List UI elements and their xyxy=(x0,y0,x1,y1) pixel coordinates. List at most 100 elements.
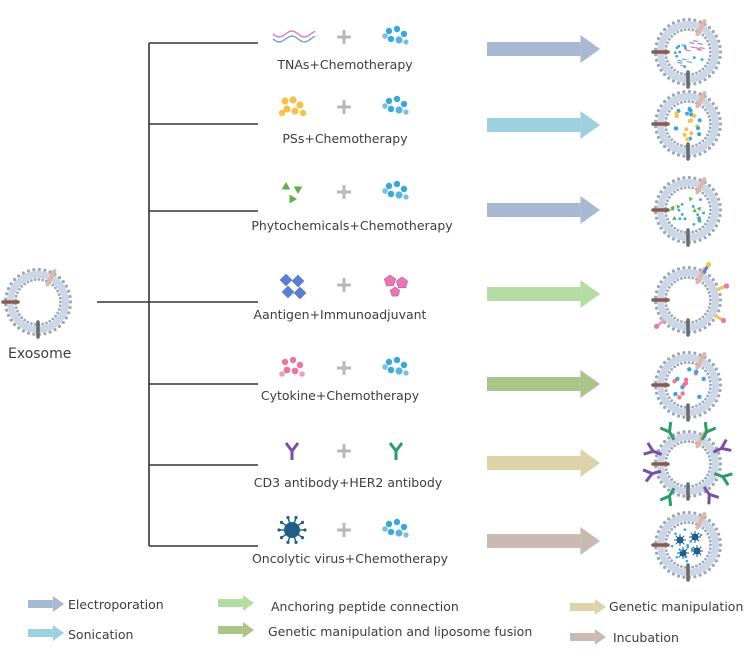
lipid-head xyxy=(687,265,691,270)
lipid-head xyxy=(664,292,668,296)
lipid-head xyxy=(682,82,686,86)
triangle xyxy=(672,215,677,220)
particle xyxy=(385,182,393,190)
chemo-particle xyxy=(680,202,684,206)
plus-sign xyxy=(337,278,351,292)
lipid-head xyxy=(707,274,712,278)
lipid-head xyxy=(662,72,667,77)
lipid-head xyxy=(680,101,683,104)
chemo-particle xyxy=(679,549,683,552)
particle xyxy=(382,364,388,370)
lipid-head xyxy=(33,278,37,282)
exosome-cargo xyxy=(670,196,706,226)
lipid-head xyxy=(704,448,707,452)
arrow-shaft xyxy=(570,633,595,641)
loaded-exosome xyxy=(651,429,723,501)
cargo-particle xyxy=(694,369,699,374)
lipid-head xyxy=(691,100,695,104)
spike-tip xyxy=(300,520,305,524)
lipid-head xyxy=(656,195,660,199)
lipid-head xyxy=(17,288,21,291)
lipid-head xyxy=(709,543,712,547)
arrow-head xyxy=(580,370,600,398)
source-exosome xyxy=(1,267,73,339)
lipid-head xyxy=(714,282,718,286)
lipid-head xyxy=(680,320,683,323)
lipid-head xyxy=(17,313,21,316)
particle xyxy=(385,97,393,105)
legend-label-genetic: Genetic manipulation xyxy=(609,599,744,614)
photosensitizer-icon xyxy=(278,96,307,117)
virus-particle xyxy=(674,534,686,546)
arrow-head xyxy=(52,625,64,641)
lipid-head xyxy=(671,237,675,241)
lipid-head xyxy=(706,219,710,223)
lipid-head xyxy=(718,202,722,207)
lipid-head xyxy=(667,196,671,199)
lipid-head xyxy=(691,484,695,488)
plus-group xyxy=(337,523,351,537)
lipid-head xyxy=(676,493,681,497)
lipid-head xyxy=(32,332,36,336)
lipid-head xyxy=(61,279,65,284)
square xyxy=(291,274,305,288)
particle xyxy=(385,520,393,528)
lipid-head xyxy=(56,289,60,293)
lipid-head xyxy=(654,454,659,458)
antibody-arm xyxy=(290,442,300,452)
loaded-exosome xyxy=(651,175,723,247)
cd3-antibody xyxy=(284,442,300,460)
lipid-head xyxy=(667,436,671,440)
lipid-head xyxy=(676,442,680,446)
lipid-head xyxy=(659,104,663,108)
lipid-head xyxy=(680,230,683,233)
lipid-head xyxy=(701,526,705,530)
lipid-head xyxy=(12,322,17,327)
lipid-head xyxy=(693,266,697,270)
lipid-head xyxy=(673,316,677,320)
lipid-head xyxy=(656,396,660,400)
arrow-head xyxy=(580,449,600,477)
lipid-head xyxy=(718,543,723,547)
row-label-cytokine: Cytokine+Chemotherapy xyxy=(260,388,420,403)
particle xyxy=(400,185,408,193)
tna-fragment xyxy=(685,49,691,52)
lipid-head xyxy=(711,187,715,192)
lipid-head xyxy=(701,366,705,370)
antibody-arm xyxy=(668,421,673,433)
exosome-cargo xyxy=(672,367,706,400)
lipid-head xyxy=(57,293,61,296)
lipid-head xyxy=(44,321,48,325)
lipid-head xyxy=(691,320,695,324)
arrow-head xyxy=(580,111,600,139)
lipid-head xyxy=(718,44,722,49)
antibody-arm xyxy=(720,438,728,450)
triangle xyxy=(696,206,701,212)
loaded-exosome xyxy=(651,89,723,161)
lipid-head xyxy=(707,486,712,490)
method-arrow-electroporation xyxy=(487,196,600,224)
lipid-head xyxy=(687,361,691,364)
lipid-head xyxy=(654,114,659,118)
chemo-particle xyxy=(702,211,706,215)
lipid-head xyxy=(664,128,668,132)
lipid-head xyxy=(676,574,681,578)
lipid-head xyxy=(687,17,691,22)
loaded-exosome-antibody xyxy=(642,421,733,507)
lipid-head xyxy=(662,565,667,570)
lipid-head xyxy=(659,226,663,230)
lipid-head xyxy=(707,359,712,363)
lipid-head xyxy=(9,318,13,322)
lipid-head xyxy=(654,205,658,209)
lipid-head xyxy=(667,488,671,492)
chemo-particle xyxy=(686,543,689,547)
chemo-particle xyxy=(683,528,687,531)
lipid-head xyxy=(673,140,677,144)
lipid-head xyxy=(58,296,62,300)
lipid-head xyxy=(707,232,712,236)
lipid-head xyxy=(662,405,667,410)
lipid-head xyxy=(673,525,677,529)
lipid-head xyxy=(676,414,681,418)
lipid-head xyxy=(682,154,686,158)
lipid-head xyxy=(676,512,681,516)
